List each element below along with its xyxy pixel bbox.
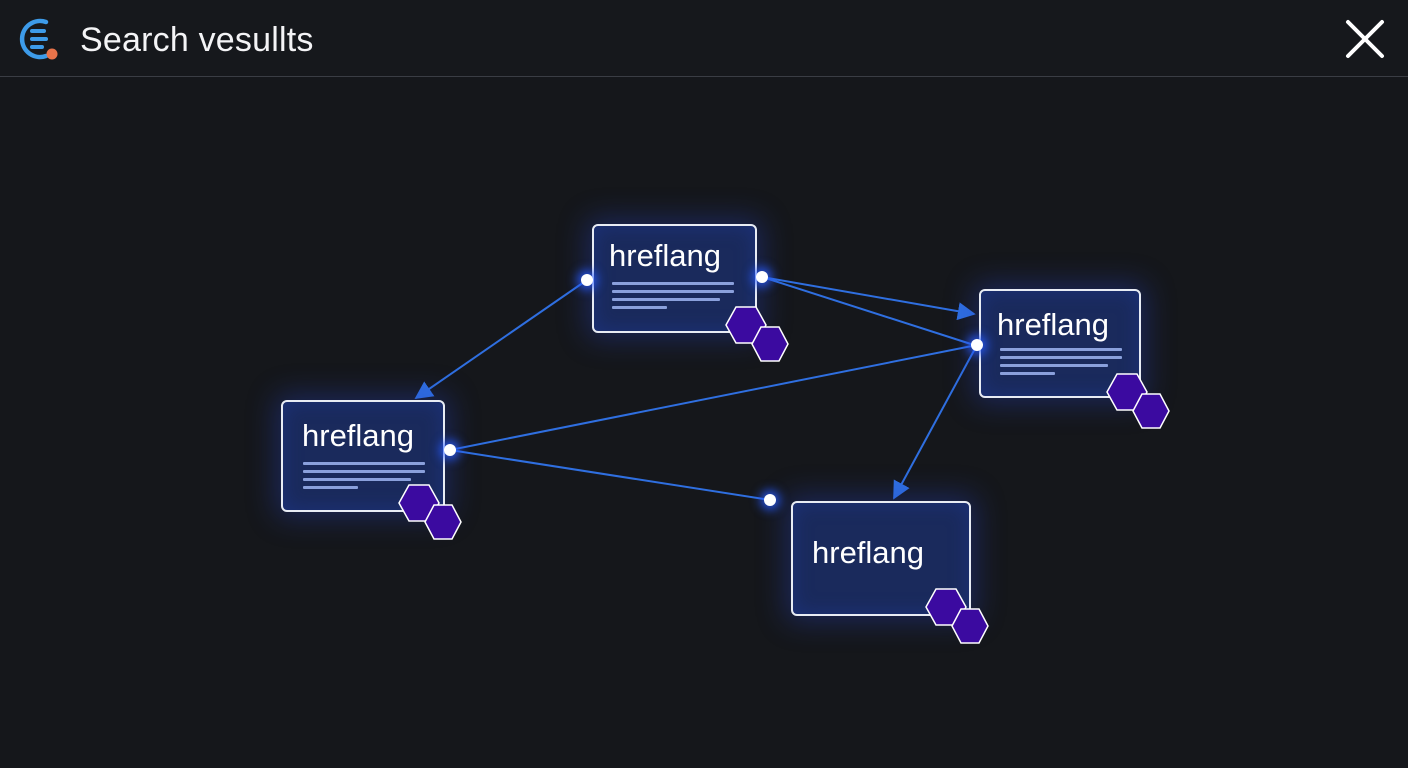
port-top-right[interactable] [756,271,768,283]
node-label: hreflang [609,238,722,273]
port-left-right[interactable] [444,444,456,456]
hexagon-icon [1106,373,1170,429]
edge-left-to-port [449,449,771,501]
node-text-lines [612,282,734,314]
port-floating[interactable] [764,494,776,506]
hexagon-icon [725,306,789,362]
node-label: hreflang [302,418,415,453]
node-top[interactable]: hreflang [592,224,757,333]
header-bar: Search vesullts [0,0,1408,77]
node-right[interactable]: hreflang [979,289,1141,398]
edge-top-to-right-b [761,276,975,346]
node-text-lines [1000,348,1122,380]
hexagon-icon [925,588,989,644]
logo-icon [19,18,58,60]
graph-edges [414,276,978,501]
edge-top-to-left [414,279,588,400]
edge-right-to-bottom [893,344,978,500]
port-right-left[interactable] [971,339,983,351]
node-label: hreflang [812,535,925,570]
node-text-lines [303,462,425,494]
hexagon-icon [398,484,462,540]
edge-right-to-left [449,344,978,451]
port-top-left[interactable] [581,274,593,286]
page-title: Search vesullts [80,21,314,59]
edge-top-to-right-a [761,276,976,321]
graph-canvas: hreflang hreflang hreflang hreflang [0,78,1408,768]
close-icon[interactable] [1342,16,1388,62]
node-label: hreflang [997,307,1110,342]
